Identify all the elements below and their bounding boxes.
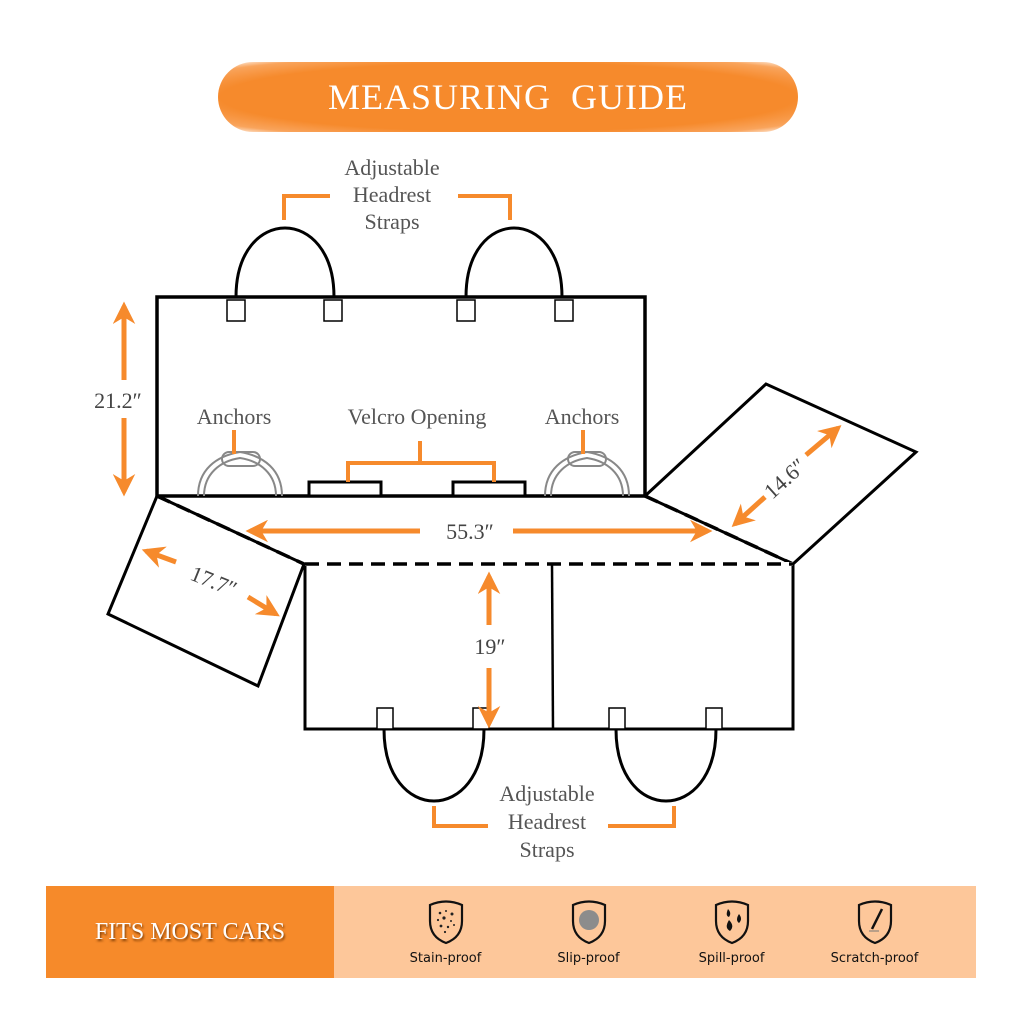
seat-depth-label: 19″ xyxy=(474,634,505,659)
bottom-headrest-straps xyxy=(382,728,718,803)
bottom-straps-label-3: Straps xyxy=(520,837,575,862)
backrest-height-label: 21.2″ xyxy=(94,388,142,413)
top-strap-tabs xyxy=(226,299,574,322)
title-banner: MEASURING GUIDE xyxy=(218,62,798,132)
velcro-openings xyxy=(307,480,527,498)
feature-label: Stain-proof xyxy=(409,950,482,966)
bottom-strap-right xyxy=(614,728,718,803)
page-title: MEASURING GUIDE xyxy=(328,77,688,117)
feature-label: Spill-proof xyxy=(698,950,765,966)
anchors-right-label: Anchors xyxy=(545,404,620,429)
bottom-straps-label-2: Headrest xyxy=(508,809,586,834)
feature-label: Slip-proof xyxy=(557,950,620,966)
top-straps-label-2: Headrest xyxy=(353,182,431,207)
top-straps-label-3: Straps xyxy=(365,209,420,234)
seat-panel xyxy=(303,562,795,731)
anchor-right-icon xyxy=(544,450,630,497)
scratch-shield-icon xyxy=(857,899,892,944)
seat-divider xyxy=(550,563,555,730)
feature-label: Scratch-proof xyxy=(830,950,919,966)
velcro-callout xyxy=(346,441,496,482)
top-strap-callout xyxy=(282,194,512,220)
features-list: Stain-proof Slip-proof Spill-proof Scrat… xyxy=(334,886,976,978)
top-straps-label-1: Adjustable xyxy=(344,155,439,180)
top-headrest-straps xyxy=(234,226,564,298)
feature-spill-proof: Spill-proof xyxy=(667,899,797,966)
velcro-label: Velcro Opening xyxy=(348,404,487,429)
fits-most-cars-text: FITS MOST CARS xyxy=(94,918,286,945)
slip-shield-icon xyxy=(571,899,606,944)
anchors-left-label: Anchors xyxy=(197,404,272,429)
feature-stain-proof: Stain-proof xyxy=(381,899,511,966)
width-label: 55.3″ xyxy=(446,519,494,544)
seat-cover-diagram: Adjustable Headrest Straps Anchors Ancho… xyxy=(94,155,919,862)
bottom-strap-left xyxy=(382,728,486,803)
top-strap-right xyxy=(464,226,564,298)
bottom-straps-label-1: Adjustable xyxy=(499,781,594,806)
spill-shield-icon xyxy=(714,899,749,944)
footer-bar: FITS MOST CARS Stain-proof Slip-proof Sp… xyxy=(46,886,976,978)
feature-scratch-proof: Scratch-proof xyxy=(810,899,940,966)
anchor-left-icon xyxy=(197,450,283,497)
fits-most-cars-banner: FITS MOST CARS xyxy=(46,886,334,978)
right-side-flap xyxy=(642,382,919,566)
feature-slip-proof: Slip-proof xyxy=(524,899,654,966)
top-strap-left xyxy=(234,226,336,298)
stain-shield-icon xyxy=(428,899,463,944)
bottom-strap-callout xyxy=(432,806,676,828)
